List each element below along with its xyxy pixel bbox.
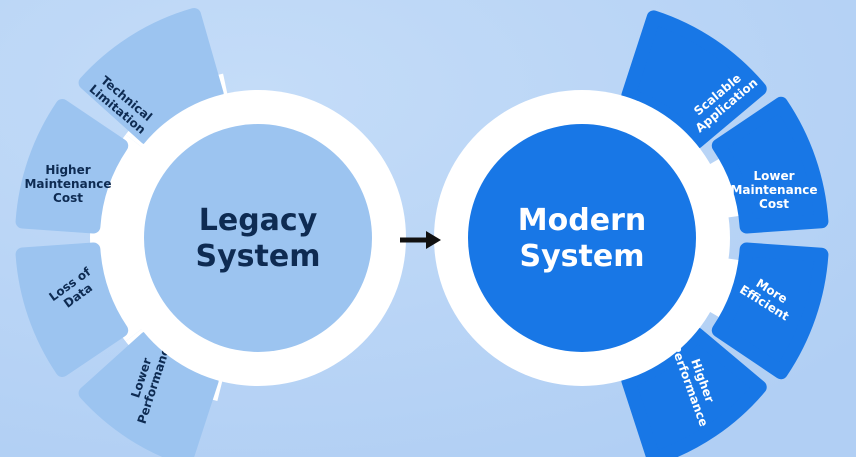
petal-shape <box>15 99 129 234</box>
petal-shape <box>15 242 129 377</box>
petal-shape <box>78 331 219 457</box>
petal-label-line: Cost <box>759 197 789 211</box>
modern-title-line2: System <box>520 239 645 274</box>
petal-shape <box>78 7 224 145</box>
modern-item-0: ScalableApplication <box>621 10 767 149</box>
petal-label-line: Higher <box>45 163 90 177</box>
legacy-title-line1: Legacy <box>199 203 318 238</box>
petal-shape <box>711 242 829 380</box>
petal-label-line: Maintenance <box>24 177 111 191</box>
petal-label-line: Cost <box>53 191 83 205</box>
modern-core-circle <box>468 124 696 352</box>
legacy-core-circle <box>144 124 372 352</box>
petal-shape <box>621 327 767 457</box>
arrow-icon <box>400 231 441 249</box>
legacy-title-line2: System <box>196 239 321 274</box>
modern-item-2: MoreEfficient <box>703 242 829 380</box>
petal-shape <box>621 10 767 149</box>
petal-shape <box>711 96 829 234</box>
modern-title-line1: Modern <box>518 203 646 238</box>
modern-item-3: HigherPerformance <box>621 327 767 457</box>
petal-label-line: Maintenance <box>730 183 817 197</box>
petal-label-line: Lower <box>753 169 794 183</box>
